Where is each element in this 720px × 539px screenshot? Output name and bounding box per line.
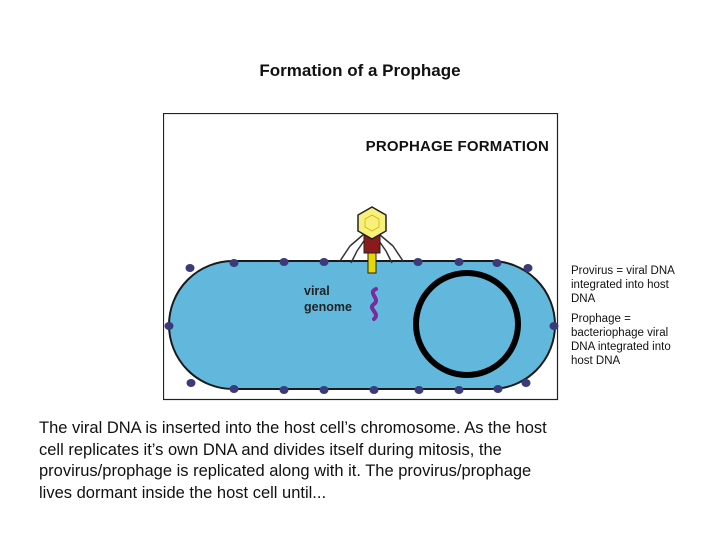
host-chromosome [413, 270, 521, 378]
diagram-canvas [163, 113, 559, 401]
diagram-title: PROPHAGE FORMATION [365, 138, 549, 155]
prophage-diagram: PROPHAGE FORMATION viral genome [163, 113, 563, 401]
surface-dot [413, 258, 423, 266]
slide-title: Formation of a Prophage [259, 61, 461, 80]
surface-dot [279, 386, 289, 394]
surface-dot [369, 386, 379, 394]
surface-dot [229, 385, 239, 393]
surface-dot [164, 322, 174, 330]
surface-dot [493, 385, 503, 393]
surface-dot [492, 259, 502, 267]
bacteriophage [339, 206, 404, 274]
surface-dot [279, 258, 289, 266]
surface-dot [229, 259, 239, 267]
viral-genome-label: viral genome [304, 284, 352, 314]
provirus-note: Provirus = viral DNA integrated into hos… [571, 265, 675, 305]
surface-dot [549, 322, 559, 330]
side-notes: Provirus = viral DNA integrated into hos… [571, 264, 711, 374]
surface-dot [185, 264, 195, 272]
prophage-note: Prophage = bacteriophage viral DNA integ… [571, 313, 671, 367]
surface-dot [454, 386, 464, 394]
surface-dot [319, 258, 329, 266]
surface-dot [521, 379, 531, 387]
surface-dot [319, 386, 329, 394]
surface-dot [454, 258, 464, 266]
viral-genome [370, 287, 378, 321]
surface-dot [414, 386, 424, 394]
body-text: The viral DNA is inserted into the host … [39, 419, 547, 502]
surface-dot [523, 264, 533, 272]
surface-dot [186, 379, 196, 387]
cell-surface-dots [164, 258, 559, 394]
